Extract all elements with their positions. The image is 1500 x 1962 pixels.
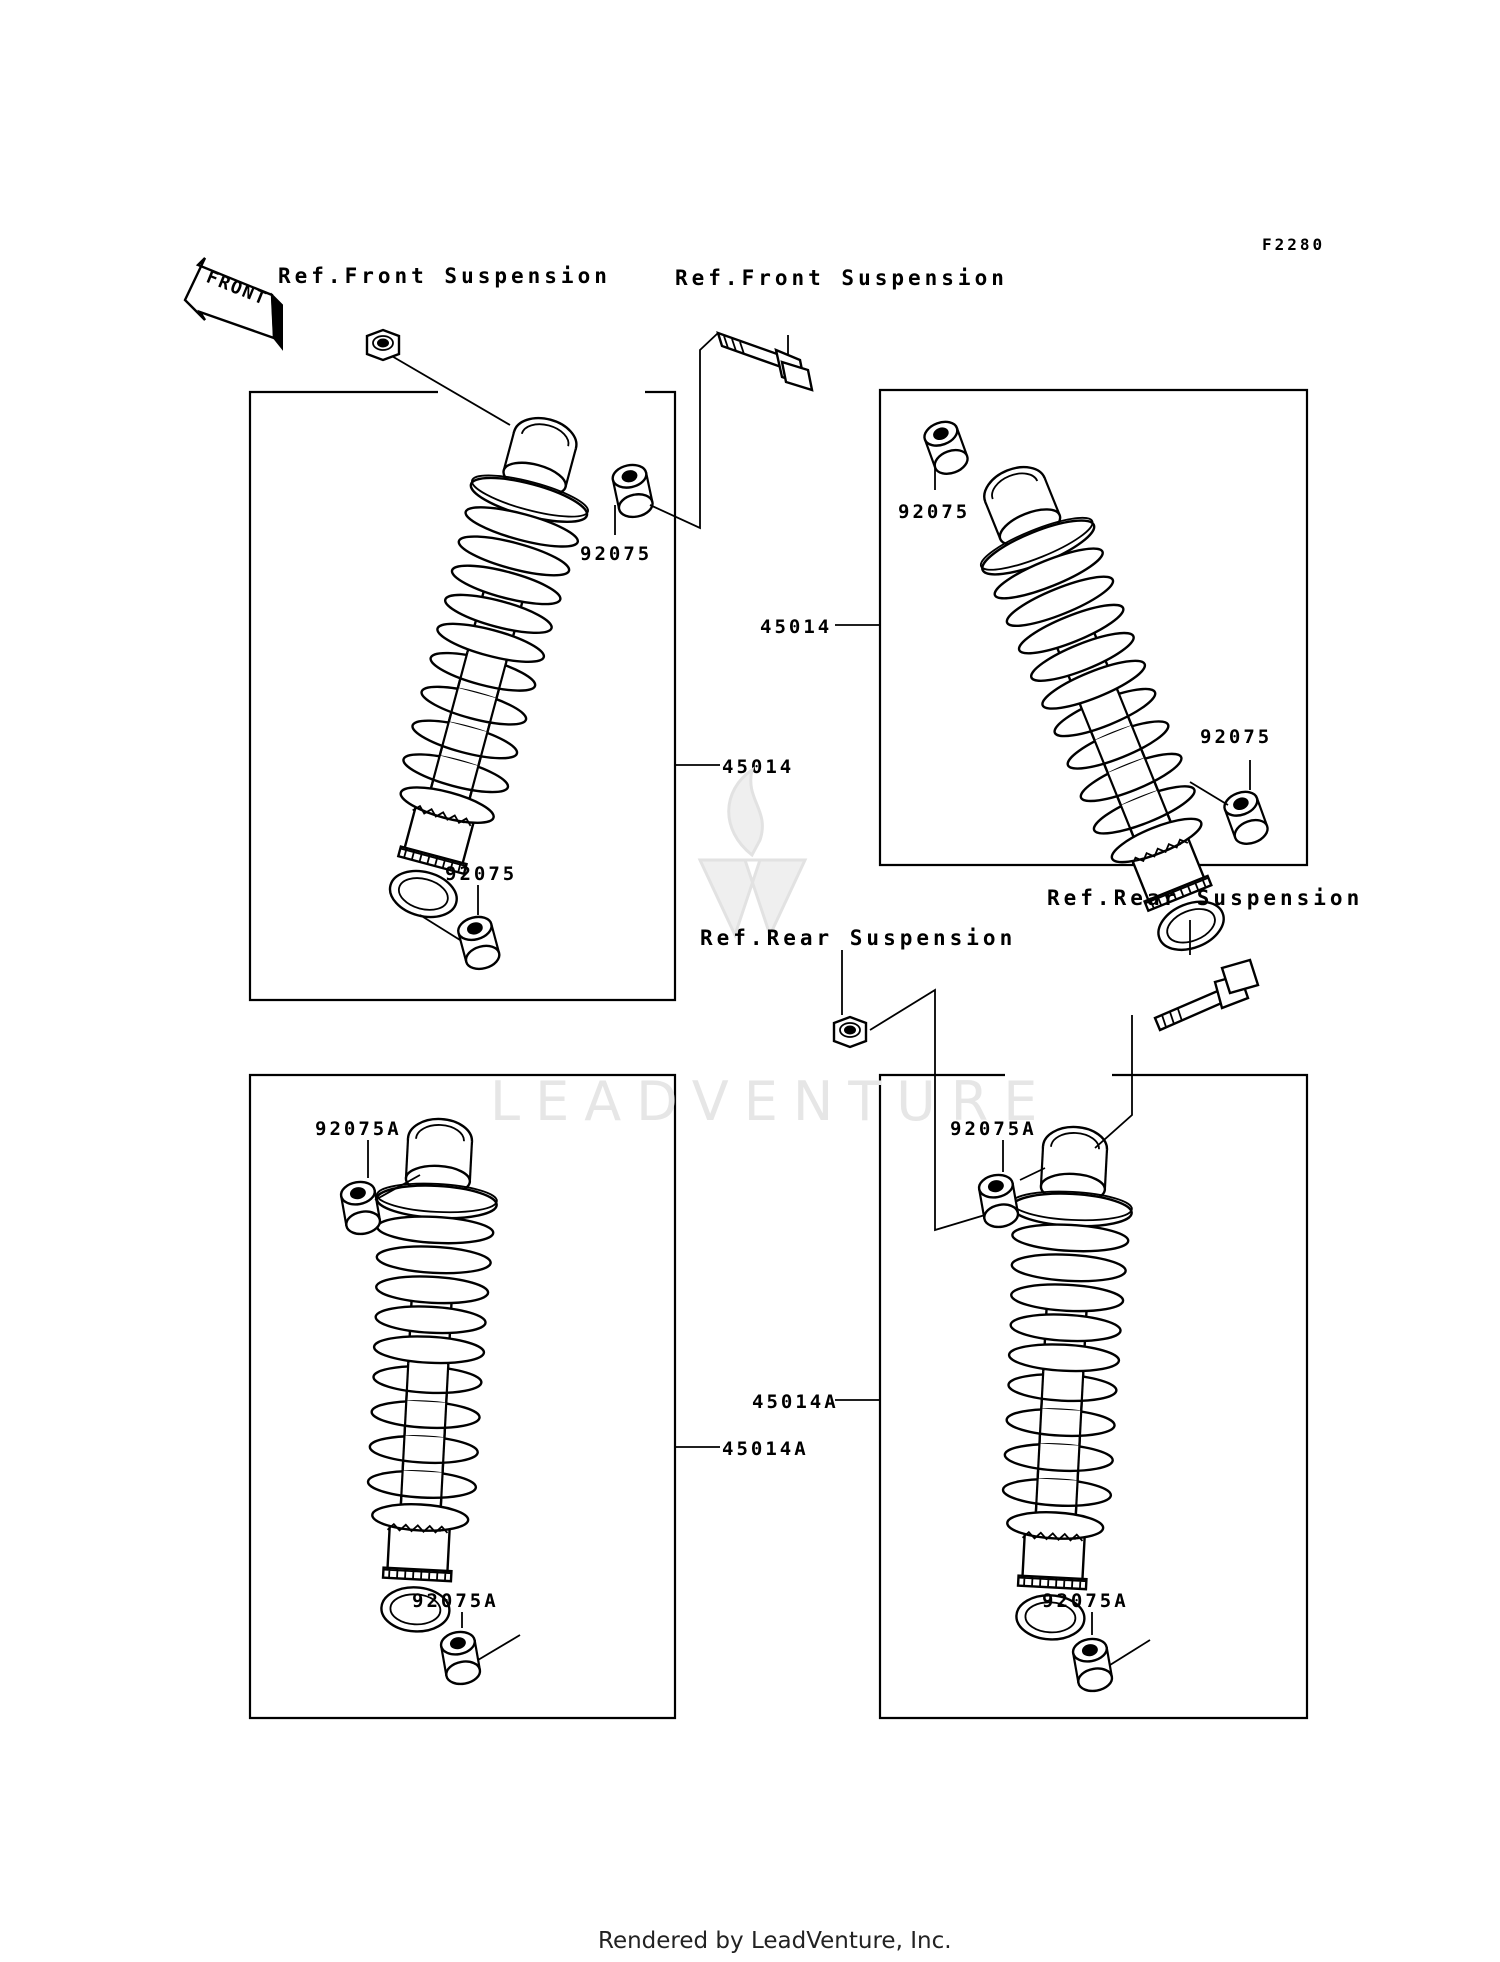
- front-bolt-icon: [716, 331, 814, 392]
- bushing-4-bottom: [1070, 1635, 1115, 1695]
- ref-rear-suspension-nut: Ref.Rear Suspension: [700, 926, 1016, 950]
- rear-nut: [832, 1015, 868, 1049]
- bushing-4-top: [976, 1171, 1021, 1231]
- leader-lines-4: [835, 988, 1151, 1666]
- part-number-92075-p1-bottom: 92075: [445, 863, 517, 885]
- ref-front-suspension-bolt: Ref.Front Suspension: [675, 266, 1008, 290]
- part-number-92075-p2-bottom: 92075: [1200, 726, 1272, 748]
- bushing-2-bottom: [1219, 786, 1273, 850]
- bushing-3-top: [338, 1178, 383, 1238]
- front-nut: [365, 328, 401, 362]
- leader-lines-2: [835, 465, 1251, 806]
- bushing-1-bottom: [454, 912, 504, 974]
- bushing-1-top: [609, 460, 656, 522]
- rear-bolt-icon: [1153, 958, 1260, 1032]
- front-arrow-icon: FRONT: [183, 257, 283, 351]
- part-number-45014-p2: 45014: [760, 616, 832, 638]
- front-shock-1: [358, 402, 610, 932]
- part-number-92075-p1-top: 92075: [580, 543, 652, 565]
- part-number-45014a-p3: 45014A: [722, 1438, 809, 1460]
- part-number-45014a-p4: 45014A: [752, 1391, 839, 1413]
- leadventure-watermark-logo: [697, 766, 808, 940]
- part-number-92075a-p4-top: 92075A: [950, 1118, 1037, 1140]
- bushing-3-bottom: [438, 1628, 483, 1688]
- part-number-92075a-p3-top: 92075A: [315, 1118, 402, 1140]
- watermark-text: LEADVENTURE: [490, 1070, 1052, 1133]
- bushing-2-top: [919, 416, 973, 480]
- part-number-92075a-p4-bottom: 92075A: [1042, 1590, 1129, 1612]
- part-number-92075-p2-top: 92075: [898, 501, 970, 523]
- figure-code: F2280: [1262, 235, 1325, 254]
- leader-lines-1: [384, 332, 789, 941]
- ref-front-suspension-nut: Ref.Front Suspension: [278, 264, 611, 288]
- ref-rear-suspension-bolt: Ref.Rear Suspension: [1047, 886, 1363, 910]
- panel-frames: [248, 388, 1309, 1720]
- leader-lines-3: [367, 1140, 720, 1661]
- part-number-45014-p1: 45014: [722, 756, 794, 778]
- part-number-92075a-p3-bottom: 92075A: [412, 1590, 499, 1612]
- footer-credit: Rendered by LeadVenture, Inc.: [598, 1928, 952, 1954]
